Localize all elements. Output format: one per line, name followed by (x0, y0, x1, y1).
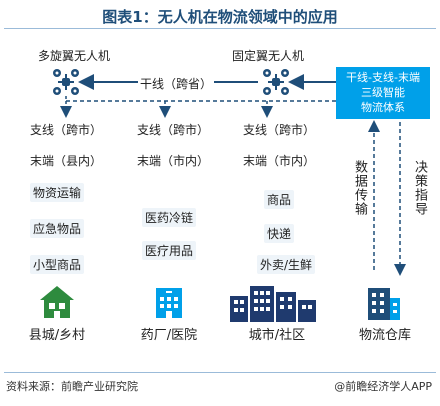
drone-icon (263, 69, 289, 95)
trunk-label: 干线（跨省） (138, 75, 215, 92)
branch-label: 支线（跨市） (137, 123, 210, 137)
drone-icon (53, 69, 79, 95)
end-label: 末端（市内） (137, 154, 210, 168)
divider-top (4, 28, 436, 29)
end-label: 末端（市内） (243, 154, 316, 168)
city-buildings-icon (230, 286, 316, 322)
system-box: 干线-支线-末端 三级智能 物流体系 (336, 67, 430, 119)
list-item: 外卖/生鲜 (257, 255, 316, 274)
facility-label: 药厂/医院 (120, 326, 218, 346)
hospital-icon (156, 288, 182, 318)
list-item: 医疗用品 (142, 241, 197, 260)
list-item: 物资运输 (30, 183, 85, 202)
page-title: 图表1：无人机在物流领域中的应用 (102, 8, 338, 26)
facility-label: 城市/社区 (224, 326, 330, 346)
data-transfer-label: 数据传输 (352, 160, 367, 216)
system-box-line-2: 三级智能 (361, 86, 405, 99)
list-item: 小型商品 (30, 255, 85, 274)
multirotor-drone-label: 多旋翼无人机 (38, 49, 111, 63)
system-box-line-3: 物流体系 (361, 101, 405, 114)
list-item: 应急物品 (30, 219, 85, 238)
divider-bottom (4, 372, 436, 373)
list-item: 医药冷链 (142, 208, 197, 227)
system-box-line-1: 干线-支线-末端 (346, 71, 420, 84)
facility-label: 县城/乡村 (8, 326, 106, 346)
facility-label: 物流仓库 (340, 326, 430, 346)
branch-label: 支线（跨市） (243, 123, 316, 137)
fixedwing-drone-label: 固定翼无人机 (232, 49, 305, 63)
list-item: 快递 (264, 224, 295, 243)
house-icon (40, 286, 74, 318)
list-item: 商品 (264, 190, 295, 209)
end-label: 末端（县内） (30, 154, 103, 168)
source-note: 资料来源：前瞻产业研究院 (6, 380, 138, 393)
decision-label: 决策指导 (412, 160, 427, 216)
warehouse-icon (368, 288, 400, 320)
brand-credit: @前瞻经济学人APP (334, 380, 432, 393)
branch-label: 支线（跨市） (30, 123, 103, 137)
